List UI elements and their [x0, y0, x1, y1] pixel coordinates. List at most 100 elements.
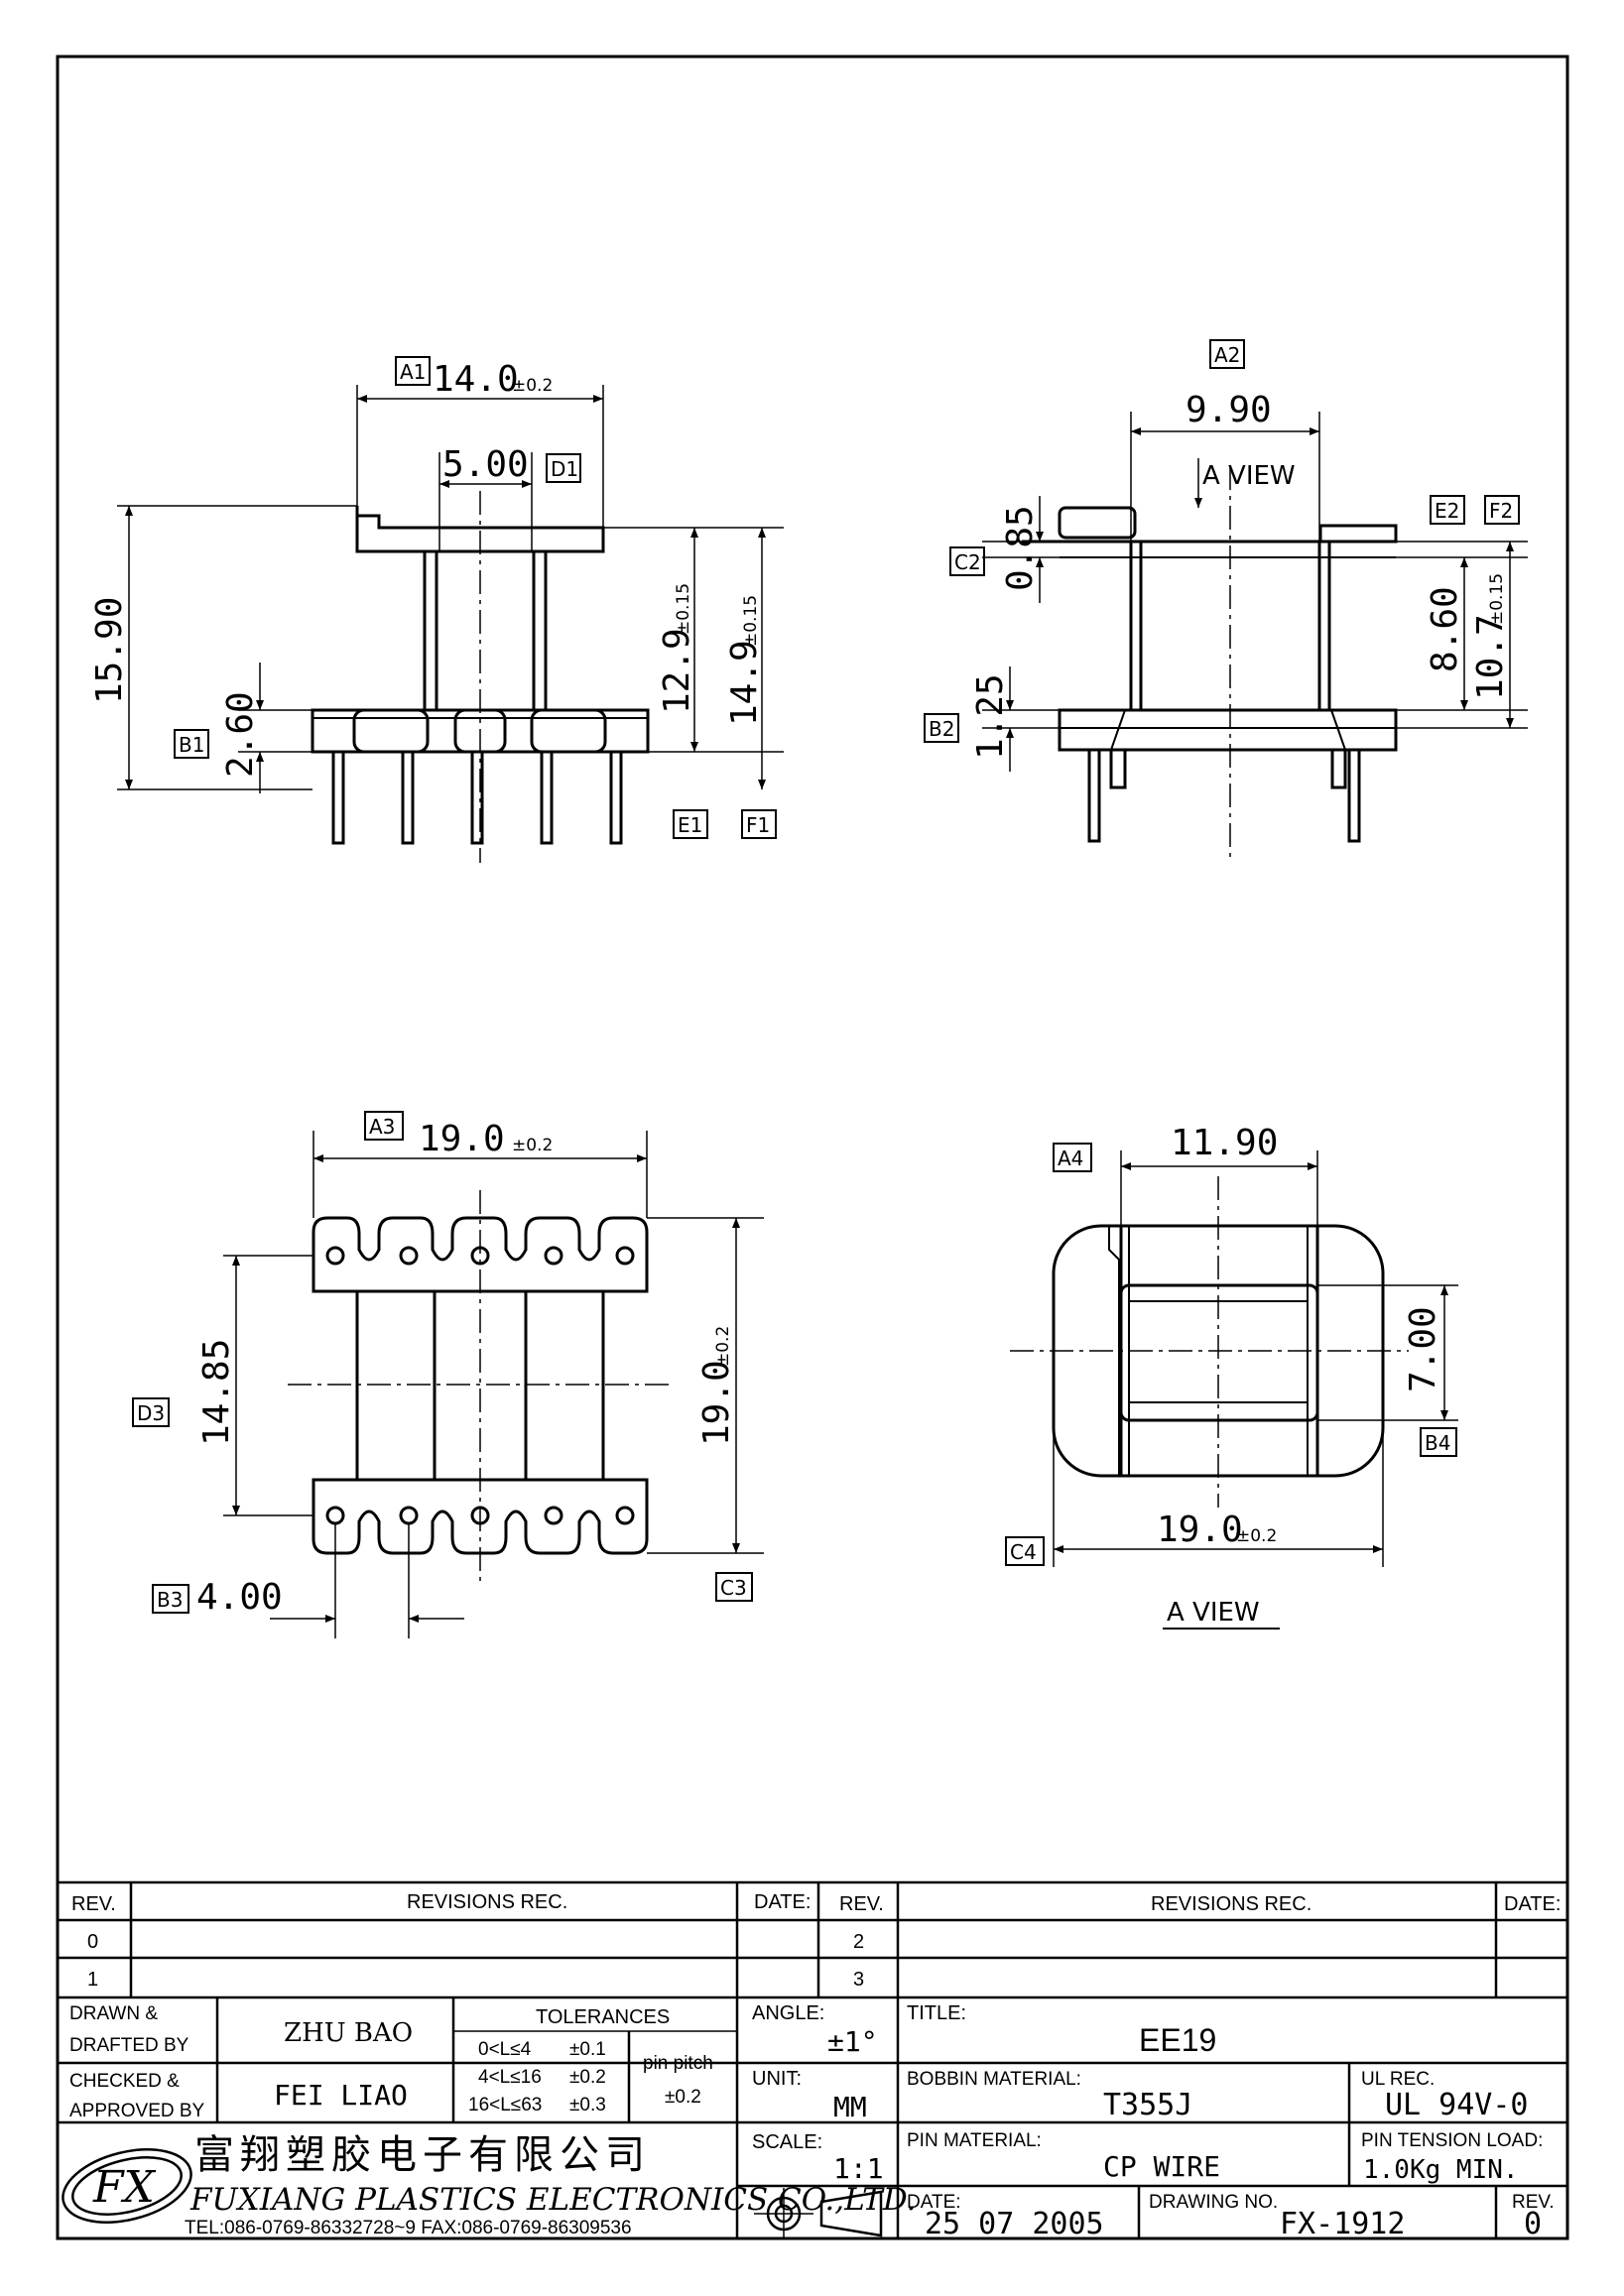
dim-front-base: 2.60 [220, 691, 261, 778]
side-view [982, 412, 1528, 863]
company-name-en: FUXIANG PLASTICS ELECTRONICS CO.,LTD. [189, 2182, 916, 2218]
pin-material-label: PIN MATERIAL: [907, 2130, 1042, 2151]
rev-value: 0 [1524, 2207, 1542, 2241]
company-name-cn: 富翔塑胶电子有限公司 [194, 2132, 651, 2178]
tag-b3: B3 [157, 1588, 183, 1612]
pin-pitch-tol: ±0.2 [665, 2087, 701, 2108]
rev-header-right: REV. [839, 1893, 884, 1915]
scale-value: 1:1 [833, 2152, 884, 2185]
drawn-label-2: DRAFTED BY [69, 2035, 189, 2056]
tag-a4: A4 [1058, 1147, 1083, 1170]
dim-bottom-spacing: 14.85 [196, 1339, 237, 1446]
rev-right-2: 2 [853, 1931, 864, 1953]
a-view [1010, 1150, 1458, 1630]
dim-side-bottom: 1.25 [970, 673, 1011, 760]
drawn-by: ZHU BAO [284, 2018, 413, 2048]
tag-c3: C3 [720, 1576, 747, 1600]
revisions-header-left: REVISIONS REC. [407, 1891, 567, 1913]
bobbin-material-value: T355J [1103, 2088, 1192, 2122]
ul-rec-value: UL 94V-0 [1385, 2088, 1529, 2122]
rev-header-left: REV. [71, 1893, 116, 1915]
dim-bottom-height-tol: ±0.2 [713, 1326, 733, 1367]
projection-symbol-icon [754, 2188, 883, 2239]
rev-left-0: 0 [87, 1931, 98, 1953]
side-view-labels: A2 9.90 A VIEW E2 F2 C2 0.85 B2 1.25 8.6… [924, 339, 1520, 760]
dim-aview-top: 11.90 [1171, 1123, 1278, 1163]
tag-c4: C4 [1010, 1540, 1037, 1564]
rev-left-1: 1 [87, 1969, 98, 1991]
tol-value-1: ±0.2 [569, 2067, 606, 2088]
dim-side-total-tol: ±0.15 [1487, 573, 1507, 625]
date-label: DATE: [907, 2192, 961, 2213]
a-view-labels: A4 11.90 7.00 B4 C4 19.0 ±0.2 A VIEW [1005, 1123, 1457, 1628]
unit-label: UNIT: [752, 2068, 802, 2090]
date-value: 25 07 2005 [925, 2207, 1104, 2241]
checked-by: FEI LIAO [274, 2079, 408, 2112]
company-logo: FX [62, 2148, 192, 2224]
ul-rec-label: UL REC. [1361, 2069, 1435, 2090]
dim-bottom-width-tol: ±0.2 [512, 1136, 553, 1155]
title-label: TITLE: [907, 2002, 966, 2024]
tol-value-0: ±0.1 [569, 2039, 606, 2060]
pin-pitch-label: pin pitch [643, 2053, 713, 2074]
tag-b4: B4 [1425, 1431, 1450, 1455]
date-header-right: DATE: [1504, 1893, 1561, 1915]
tol-range-1: 4<L≤16 [478, 2067, 542, 2088]
drawing-no-label: DRAWING NO. [1149, 2192, 1278, 2213]
dim-side-width: 9.90 [1186, 390, 1272, 430]
tag-d1: D1 [551, 457, 578, 481]
a-view-caption: A VIEW [1167, 1598, 1260, 1628]
bobbin-material-label: BOBBIN MATERIAL: [907, 2069, 1081, 2090]
title-block-text: REV. REVISIONS REC. DATE: REV. REVISIONS… [69, 1891, 1561, 2241]
tag-b1: B1 [179, 733, 204, 757]
rev-right-3: 3 [853, 1969, 864, 1991]
tol-range-2: 16<L≤63 [468, 2095, 542, 2115]
tag-f2: F2 [1489, 499, 1513, 523]
drawing-no-value: FX-1912 [1280, 2207, 1405, 2241]
side-view-label: A VIEW [1202, 461, 1296, 491]
tag-a1: A1 [400, 360, 426, 384]
dim-front-inner: 5.00 [442, 444, 529, 485]
tol-range-0: 0<L≤4 [478, 2039, 532, 2060]
dim-front-h1-tol: ±0.15 [674, 583, 693, 635]
dim-front-h2: 14.9 [724, 640, 765, 726]
sheet-border [56, 55, 1569, 2240]
front-view [117, 385, 784, 863]
tag-a3: A3 [369, 1115, 395, 1139]
company-contact: TEL:086-0769-86332728~9 FAX:086-0769-863… [185, 2218, 632, 2238]
rev-label: REV. [1512, 2192, 1555, 2213]
dim-bottom-pitch: 4.00 [196, 1577, 283, 1618]
bottom-view [223, 1131, 764, 1638]
tag-a2: A2 [1214, 343, 1240, 367]
dim-front-height: 15.90 [89, 597, 130, 704]
dim-side-top: 0.85 [1000, 505, 1041, 591]
dim-aview-bottom-tol: ±0.2 [1236, 1526, 1277, 1546]
title-value: EE19 [1139, 2022, 1216, 2058]
date-header-left: DATE: [754, 1891, 811, 1913]
dim-bottom-width: 19.0 [419, 1119, 505, 1159]
dim-aview-bottom: 19.0 [1157, 1510, 1243, 1550]
tolerances-header: TOLERANCES [536, 2006, 670, 2028]
pin-tension-label: PIN TENSION LOAD: [1361, 2130, 1543, 2151]
angle-value: ±1° [827, 2025, 878, 2058]
dim-front-width: 14.0 [433, 359, 519, 400]
tag-b2: B2 [929, 717, 954, 741]
title-block-grid [58, 1880, 1567, 2238]
pin-tension-value: 1.0Kg MIN. [1363, 2155, 1519, 2185]
tol-value-2: ±0.3 [569, 2095, 606, 2115]
dim-front-width-tol: ±0.2 [512, 376, 553, 396]
dim-front-h2-tol: ±0.15 [741, 595, 761, 647]
front-view-labels: A1 14.0 ±0.2 5.00 D1 15.90 12.9 ±0.15 14… [89, 356, 777, 839]
checked-label-2: APPROVED BY [69, 2101, 205, 2121]
bottom-view-labels: A3 19.0 ±0.2 D3 14.85 19.0 ±0.2 C3 B3 4.… [132, 1111, 753, 1618]
tag-f1: F1 [746, 813, 770, 837]
dim-bottom-height: 19.0 [696, 1360, 737, 1446]
unit-value: MM [833, 2091, 867, 2123]
dim-side-inner: 8.60 [1425, 586, 1465, 672]
drawn-label-1: DRAWN & [69, 2003, 158, 2024]
logo-mark: FX [92, 2162, 157, 2213]
angle-label: ANGLE: [752, 2002, 824, 2024]
tag-c2: C2 [954, 550, 981, 574]
dim-front-h1: 12.9 [657, 628, 697, 714]
